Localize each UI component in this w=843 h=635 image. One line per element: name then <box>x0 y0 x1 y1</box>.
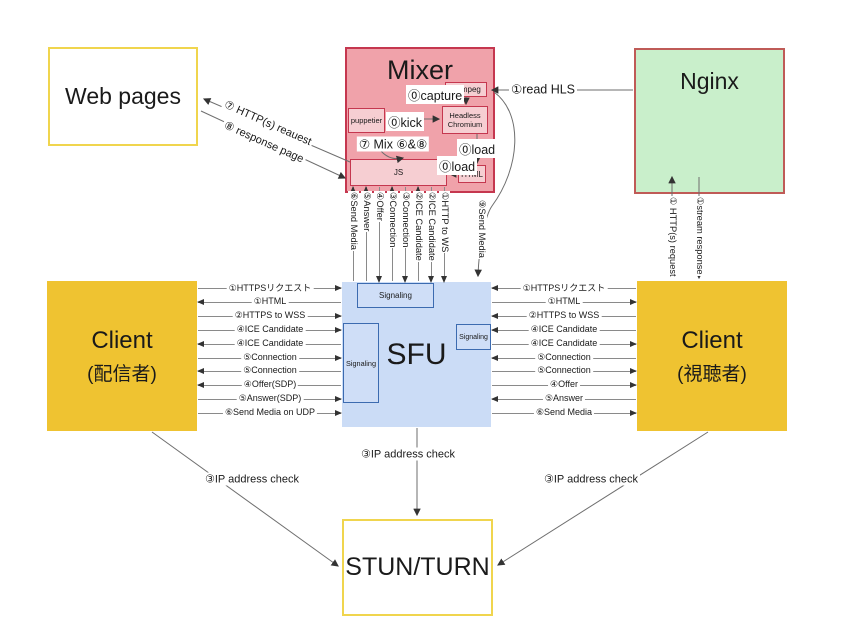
client-viewer-sublabel: (視聴者) <box>677 363 747 385</box>
arrowhead-right <box>335 313 342 319</box>
flow-label: ④ICE Candidate <box>234 337 306 349</box>
flow-label: ⑤Connection <box>241 351 299 363</box>
arrowhead-right <box>630 368 637 374</box>
arrowhead-right <box>630 410 637 416</box>
flow-label: ①HTML <box>251 295 289 307</box>
client-publisher-box: Client (配信者) <box>47 281 197 431</box>
flow-label-vertical: ⑥Send Media <box>347 191 359 251</box>
flow-label: ⑤Answer <box>542 392 586 404</box>
arrowhead-up <box>362 186 369 193</box>
flow-line-vertical <box>378 187 380 281</box>
flow-label: ⑤Answer(SDP) <box>236 392 304 404</box>
arrowhead-left <box>197 341 204 347</box>
flow-label: ①HTTPSリクエスト <box>226 280 314 294</box>
signaling-top-box: Signaling <box>357 283 434 308</box>
flow-label-vertical: ②ICE Candidate <box>412 191 424 262</box>
flow-label: ②HTTPS to WSS <box>526 309 602 321</box>
flow-label: ⑤Connection <box>241 364 299 376</box>
client-viewer-label: Client <box>681 326 743 354</box>
arrowhead-right <box>630 341 637 347</box>
read-hls-label: ①read HLS <box>508 81 578 97</box>
stun-turn-box: STUN/TURN <box>342 519 493 616</box>
arrowhead-left <box>491 285 498 291</box>
flow-label-vertical: ⑨Send Media <box>475 199 487 259</box>
web-pages-box: Web pages <box>48 47 198 146</box>
ip-check-left-line <box>151 431 339 567</box>
arrowhead-right <box>630 299 637 305</box>
flow-label-vertical: ③Connection <box>399 191 411 249</box>
arrowhead-left <box>491 327 498 333</box>
arrowhead-left <box>491 313 498 319</box>
flow-label-vertical: ②ICE Candidate <box>425 191 437 262</box>
flow-label: ④ICE Candidate <box>528 323 600 335</box>
ip-check-right-label: ③IP address check <box>541 472 641 486</box>
signaling-left-box: Signaling <box>343 323 379 403</box>
client-publisher-label: Client <box>91 326 153 354</box>
arrowhead-left <box>197 382 204 388</box>
arrowhead-left <box>197 299 204 305</box>
arrowhead-down <box>440 276 447 283</box>
flow-label: ⑥Send Media <box>533 406 595 418</box>
arrowhead-up <box>349 186 356 193</box>
arrowhead-left <box>491 355 498 361</box>
client-publisher-sublabel: (配信者) <box>87 363 157 385</box>
nginx-box: Nginx <box>634 48 785 194</box>
flow-label: ①HTTPSリクエスト <box>520 280 608 294</box>
web-pages-label: Web pages <box>65 83 181 109</box>
signaling-right-box: Signaling <box>456 324 491 350</box>
arrowhead-down <box>401 276 408 283</box>
sfu-label: SFU <box>386 337 447 371</box>
nginx-label: Nginx <box>680 68 739 94</box>
mix-label: ⑦ Mix ⑥&⑧ <box>356 136 430 152</box>
kick-label: ⓪kick <box>386 112 425 131</box>
arrowhead-left <box>491 396 498 402</box>
flow-label: ①HTML <box>545 295 583 307</box>
mix-arrow <box>380 150 405 164</box>
flow-label: ⑤Connection <box>535 364 593 376</box>
arrowhead-right <box>335 410 342 416</box>
ip-check-right-line <box>497 431 709 566</box>
arrowhead-up <box>388 186 395 193</box>
flow-label-vertical: ④Offer <box>373 191 385 222</box>
headless-chromium-box: Headless Chromium <box>442 106 488 134</box>
flow-label-vertical: ① HTTP(s) request <box>666 196 678 278</box>
capture-label: ⓪capture <box>406 85 465 104</box>
flow-line-vertical <box>365 187 367 281</box>
flow-label: ⑥Send Media on UDP <box>222 406 318 418</box>
arrowhead-right <box>335 285 342 291</box>
puppeteer-box: puppetier <box>348 108 385 133</box>
flow-label-vertical: ①stream response <box>693 196 705 276</box>
flow-label: ④Offer <box>548 378 580 390</box>
arrowhead-right <box>335 396 342 402</box>
arrowhead-left <box>197 368 204 374</box>
load-js-label: ⓪load <box>437 156 478 175</box>
arrowhead-down <box>375 276 382 283</box>
load-html-label: ⓪load <box>457 139 498 158</box>
js-box: JS <box>350 159 447 186</box>
arrowhead-right <box>630 382 637 388</box>
flow-label: ②HTTPS to WSS <box>232 309 308 321</box>
arrowhead-up <box>414 186 421 193</box>
arrowhead-right <box>335 355 342 361</box>
flow-label: ⑤Connection <box>535 351 593 363</box>
flow-label-vertical: ③Connection <box>386 191 398 249</box>
ip-check-left-label: ③IP address check <box>202 472 302 486</box>
flow-label: ④ICE Candidate <box>234 323 306 335</box>
flow-label: ④ICE Candidate <box>528 337 600 349</box>
flow-label-vertical: ①HTTP to WS <box>438 191 450 254</box>
stun-turn-label: STUN/TURN <box>345 553 490 581</box>
ip-check-center-label: ③IP address check <box>358 447 458 461</box>
flow-label-vertical: ⑤Answer <box>360 191 372 233</box>
client-viewer-box: Client (視聴者) <box>637 281 787 431</box>
flow-label: ④Offer(SDP) <box>241 378 299 390</box>
arrowhead-down <box>427 276 434 283</box>
arrowhead-right <box>335 327 342 333</box>
mixer-label: Mixer <box>387 55 453 85</box>
